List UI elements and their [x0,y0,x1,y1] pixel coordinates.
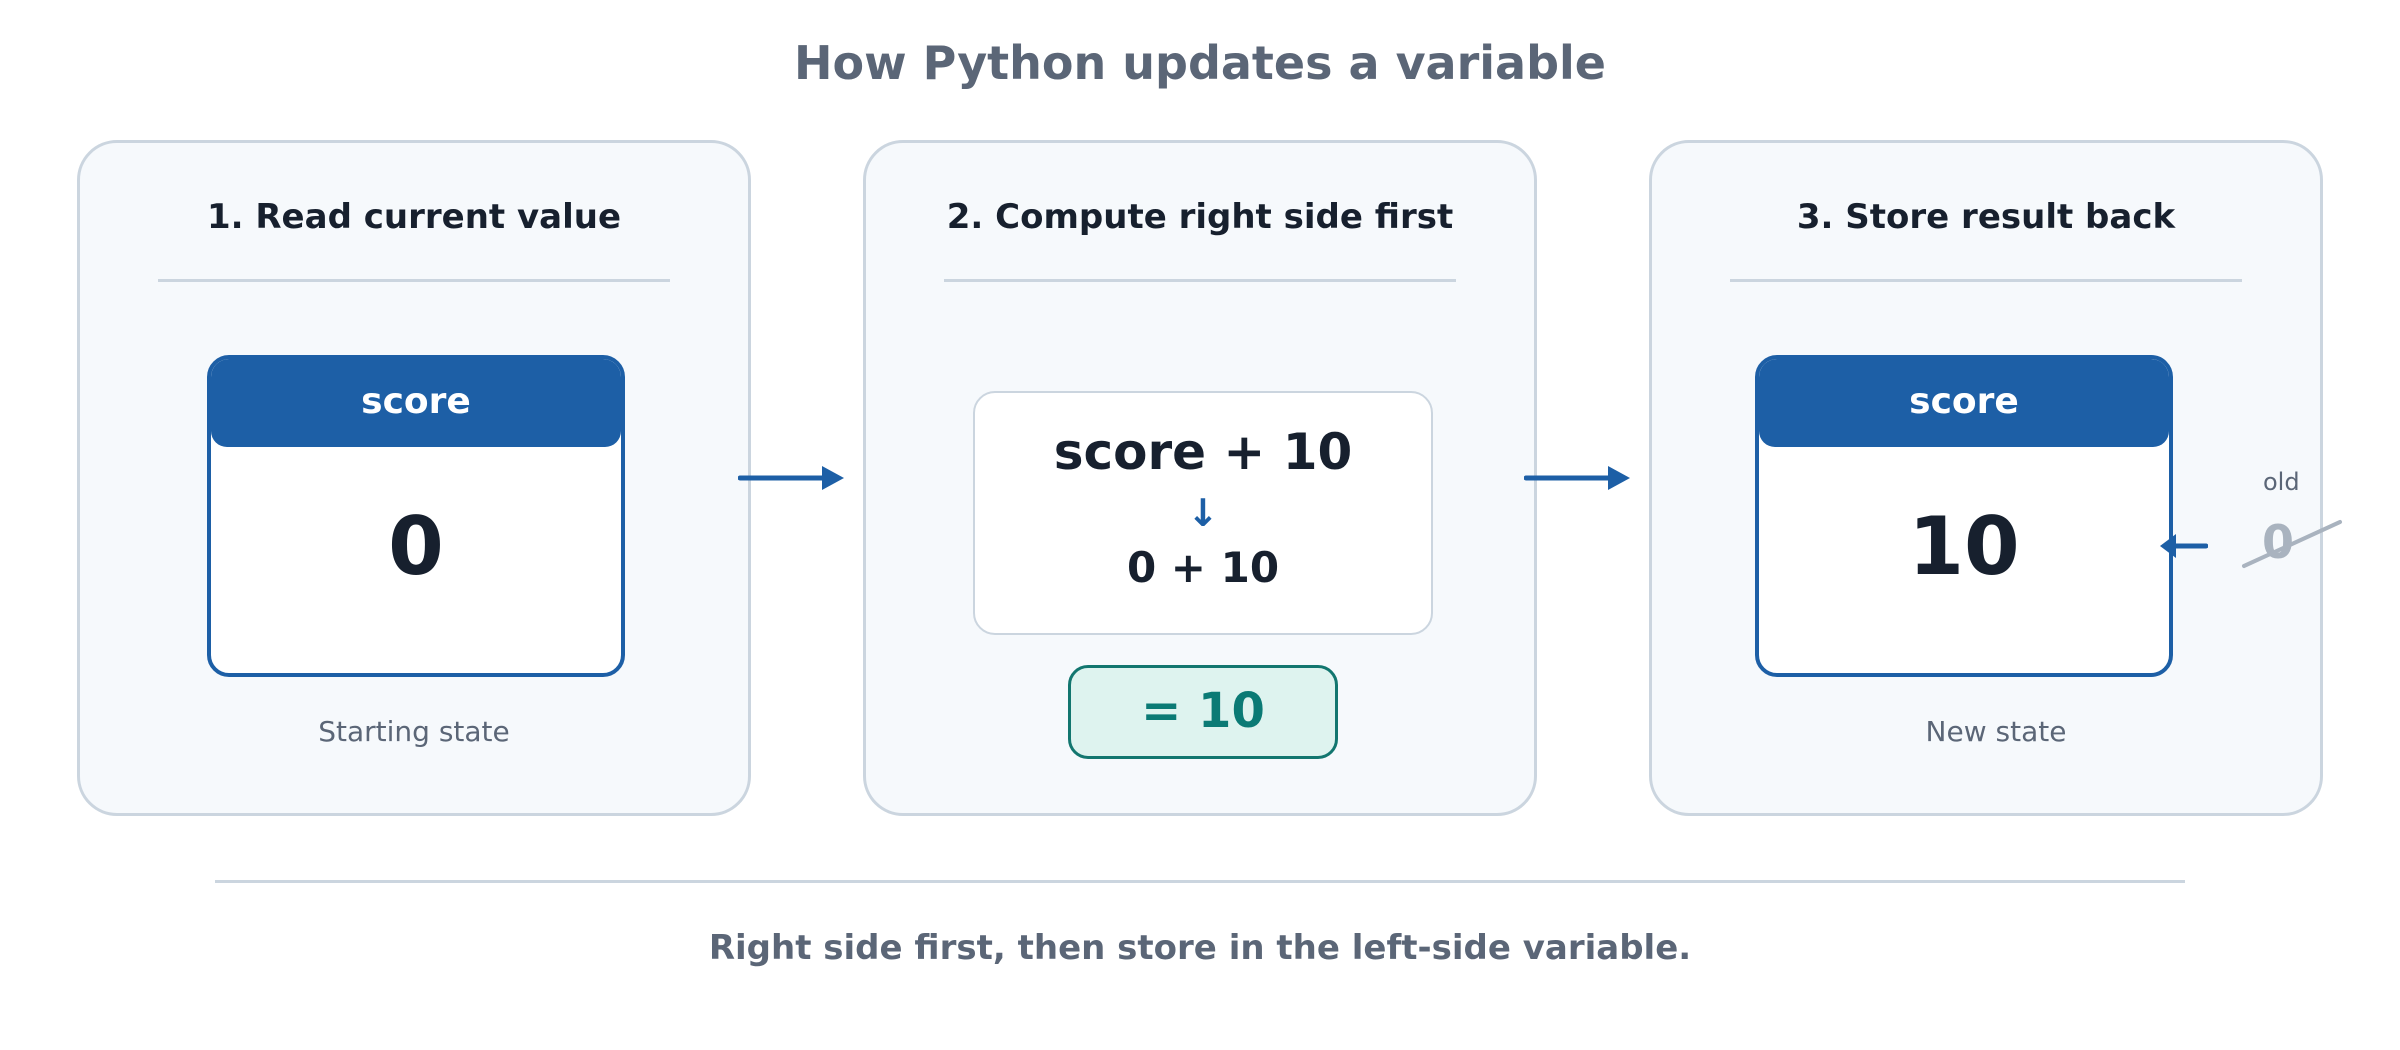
step-panel-store: 3. Store result back score 10 New state [1649,140,2323,816]
diagram-title: How Python updates a variable [794,36,1606,90]
step-panel-compute: 2. Compute right side first score + 10 ↓… [863,140,1537,816]
step-caption: New state [1925,715,2067,748]
variable-box: score 0 [207,355,625,677]
variable-value: 10 [1908,500,2020,593]
step-caption: Starting state [318,715,510,748]
step-title: 2. Compute right side first [946,197,1454,237]
strikethrough-icon [2242,520,2342,568]
old-value: 0 [2262,515,2295,569]
variable-name: score [211,359,621,447]
left-arrow-icon [2160,534,2208,558]
expression-box: score + 10 ↓ 0 + 10 [973,391,1433,635]
panel-divider [944,279,1456,282]
down-arrow-icon: ↓ [1187,491,1219,535]
variable-name: score [1759,359,2169,447]
variable-value: 0 [388,500,444,593]
substituted-expression: 0 + 10 [1126,543,1280,592]
panel-divider [1730,279,2242,282]
step-panel-read: 1. Read current value score 0 Starting s… [77,140,751,816]
step-title: 3. Store result back [1796,197,2176,237]
step-title: 1. Read current value [206,197,622,237]
footer-caption: Right side first, then store in the left… [708,928,1692,968]
result-badge: = 10 [1068,665,1338,759]
expression: score + 10 [1053,423,1353,481]
footer-divider [215,880,2185,883]
variable-box: score 10 [1755,355,2173,677]
right-arrow-icon [1524,466,1630,490]
panel-divider [158,279,670,282]
old-value-label: old [2263,468,2300,496]
right-arrow-icon [738,466,844,490]
